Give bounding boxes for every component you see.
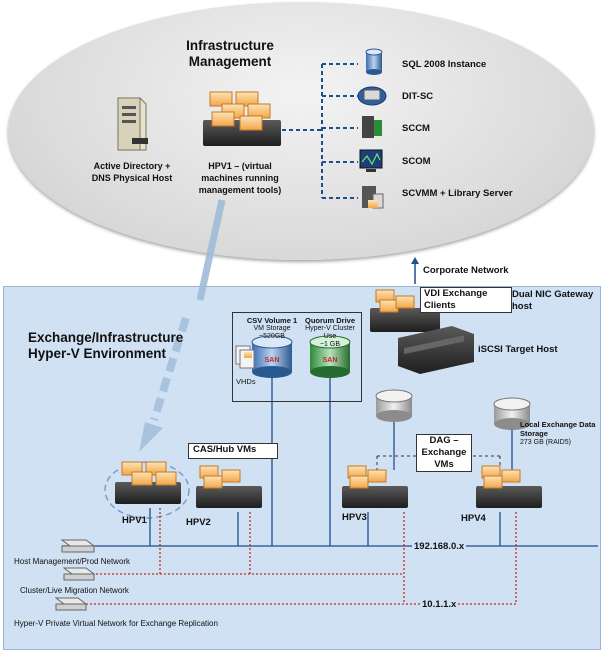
quorum-line3: ~1 GB — [319, 341, 341, 348]
csv-san-label: SAN — [265, 357, 280, 364]
csv-line3: ~520GB — [259, 333, 285, 340]
local-storage-line3: 273 GB (RAID5) — [520, 439, 571, 446]
iscsi-target-server-icon — [398, 326, 474, 374]
sccm-server-icon — [362, 116, 382, 138]
csv-san-cylinder — [251, 335, 293, 378]
hpv1-host-icon — [115, 461, 181, 504]
vdi-label-line2: Clients — [424, 300, 456, 311]
local-storage-line2: Storage — [520, 429, 548, 438]
hpv1-label-line1: HPV1 – (virtual — [208, 161, 272, 171]
scvmm-server-icon — [362, 186, 384, 209]
pointer-arrowhead — [139, 422, 163, 452]
service-sql: SQL 2008 Instance — [402, 59, 487, 70]
service-scvmm: SCVMM + Library Server — [402, 188, 513, 199]
vdi-gateway-server-icon — [370, 289, 440, 332]
environment-title-line1: Exchange/Infrastructure — [28, 330, 184, 345]
csv-line2: VM Storage — [253, 325, 291, 332]
cas-hub-ring — [104, 461, 190, 519]
infra-title-line1: Infrastructure — [186, 38, 274, 53]
cluster-network-label: Cluster/Live Migration Network — [20, 586, 129, 595]
corporate-network-label: Corporate Network — [423, 265, 509, 276]
gateway-label-line2: host — [512, 301, 533, 312]
hpv1-label-line2: machines running — [201, 173, 279, 183]
switch-host-mgmt-icon — [60, 539, 96, 553]
private-ip-label: 10.1.1.x — [420, 599, 459, 611]
sql-database-icon — [365, 48, 383, 75]
dag-line3: VMs — [434, 459, 454, 470]
local-storage-label: Local Exchange Data Storage 273 GB (RAID… — [520, 420, 600, 447]
pointer-dashed-arrow — [150, 316, 190, 422]
environment-title: Exchange/Infrastructure Hyper-V Environm… — [28, 330, 228, 362]
management-tree — [282, 63, 358, 199]
switch-cluster-icon — [62, 567, 96, 581]
service-scom: SCOM — [402, 156, 431, 167]
service-sccm: SCCM — [402, 123, 430, 134]
prod-ip-label: 192.168.0.x — [412, 541, 467, 553]
hpv1-management-host-icon — [203, 91, 281, 146]
dag-box: DAG – Exchange VMs — [416, 434, 472, 472]
local-disk-hpv4 — [493, 397, 531, 430]
quorum-title: Quorum Drive — [304, 316, 355, 325]
pointer-beam — [196, 199, 226, 301]
hpv2-host-icon — [196, 465, 262, 508]
quorum-san-cylinder — [309, 335, 351, 378]
quorum-san-label: SAN — [323, 357, 338, 364]
host-label-hpv2: HPV2 — [186, 517, 211, 528]
gateway-label-line1: Dual NIC Gateway — [512, 289, 594, 300]
infrastructure-management-plane — [8, 2, 594, 260]
vhds-label: VHDs — [236, 377, 256, 386]
csv-title: CSV Volume 1 — [246, 316, 298, 325]
vdi-clients-box: VDI Exchange Clients — [420, 287, 512, 313]
active-directory-label: Active Directory + DNS Physical Host — [82, 160, 182, 184]
switch-private-icon — [54, 597, 88, 611]
dag-line1: DAG – — [429, 435, 459, 446]
ad-label-line2: DNS Physical Host — [91, 173, 173, 183]
active-directory-server-icon — [117, 97, 148, 151]
iscsi-label: iSCSI Target Host — [478, 344, 558, 355]
hpv1-management-label: HPV1 – (virtual machines running managem… — [190, 160, 290, 196]
exchange-hyperv-environment-panel — [3, 286, 601, 650]
hpv1-label-line3: management tools) — [198, 185, 282, 195]
storage-links — [271, 378, 513, 546]
cas-hub-box: CAS/Hub VMs — [188, 443, 278, 459]
hpv3-host-icon — [342, 465, 408, 508]
vdi-label-line1: VDI Exchange — [424, 288, 488, 299]
local-storage-line1: Local Exchange Data — [520, 420, 596, 429]
host-mgmt-network-label: Host Management/Prod Network — [14, 557, 131, 566]
dag-line2: Exchange — [421, 447, 467, 458]
host-label-hpv3: HPV3 — [342, 512, 367, 523]
infra-title: Infrastructure Management — [160, 38, 300, 70]
san-storage-box — [232, 312, 362, 402]
host-label-hpv4: HPV4 — [461, 513, 486, 524]
local-disk-hpv3 — [375, 389, 413, 422]
infra-title-line2: Management — [188, 54, 272, 69]
service-dit-sc: DIT-SC — [402, 91, 434, 102]
prod-network-lines — [62, 508, 598, 547]
scom-monitor-icon — [359, 149, 383, 172]
csv-volume-label: CSV Volume 1 VM Storage ~520GB — [236, 316, 308, 341]
host-label-hpv1: HPV1 — [122, 515, 147, 526]
ad-label-line1: Active Directory + — [93, 161, 171, 171]
dit-sc-icon — [357, 86, 387, 106]
quorum-line2: Hyper-V Cluster Use — [305, 325, 355, 340]
gateway-label: Dual NIC Gateway host — [512, 289, 596, 313]
hpv4-host-icon — [476, 465, 542, 508]
vhd-files-icon — [235, 345, 255, 369]
quorum-label: Quorum Drive Hyper-V Cluster Use ~1 GB — [298, 316, 362, 349]
hyperv-private-network-label: Hyper-V Private Virtual Network for Exch… — [14, 619, 218, 628]
environment-title-line2: Hyper-V Environment — [28, 346, 167, 361]
